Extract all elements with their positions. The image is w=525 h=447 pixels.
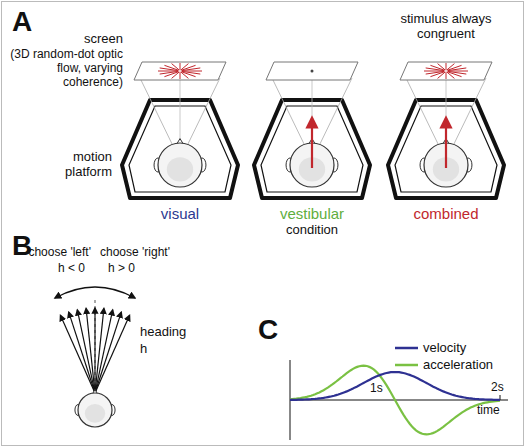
- optic-flow-ray: [160, 71, 178, 74]
- motion-arrow: [311, 118, 313, 168]
- head-icon: [75, 390, 115, 427]
- screen-description: (3D random-dot optic flow, varying coher…: [8, 48, 123, 89]
- optic-flow-ray: [180, 72, 181, 79]
- optic-flow-ray: [438, 64, 446, 70]
- heading-arrow: [60, 315, 95, 393]
- midline: [95, 300, 96, 393]
- choice-arc: [55, 287, 135, 298]
- optic-flow-ray: [182, 68, 200, 71]
- head-shade: [85, 404, 105, 423]
- condition-label: condition: [262, 223, 362, 238]
- motion-arrow: [445, 118, 447, 168]
- choice-label: choose 'right': [100, 246, 200, 260]
- time-tick-label: 2s: [491, 381, 521, 395]
- axis-label: time: [477, 404, 521, 418]
- platform-label: motion platform: [30, 150, 112, 180]
- motion-platform-inner: [395, 106, 497, 192]
- optic-flow-ray: [180, 63, 181, 70]
- optic-flow-ray: [446, 63, 447, 70]
- head-shade: [167, 157, 193, 181]
- legend-text: velocity: [423, 340, 466, 356]
- screen-label: screen: [8, 32, 123, 47]
- sight-line: [180, 71, 181, 140]
- sight-line: [272, 78, 306, 148]
- head-outline: [158, 143, 202, 187]
- panel-letter: C: [258, 314, 278, 346]
- sight-line: [318, 78, 352, 148]
- optic-flow-ray: [448, 68, 466, 71]
- condition-name: vestibular: [262, 205, 362, 222]
- motion-platform-inner: [261, 106, 363, 192]
- optic-flow-ray: [426, 71, 444, 74]
- panel-letter: A: [12, 6, 32, 38]
- optic-flow-ray: [172, 64, 180, 70]
- sight-line: [452, 78, 486, 148]
- time-tick-label: 1s: [370, 382, 400, 396]
- acceleration-curve: [290, 366, 500, 435]
- fixation-dot: [311, 70, 314, 73]
- velocity-curve: [290, 372, 500, 400]
- stimulus-note: stimulus always congruent: [386, 12, 506, 42]
- optic-flow-ray: [446, 72, 447, 79]
- sight-line: [186, 78, 220, 148]
- heading-symbol: h: [140, 342, 180, 357]
- screen: [400, 62, 492, 80]
- choice-label: choose 'left': [3, 246, 91, 260]
- optic-flow-ray: [181, 72, 189, 78]
- legend-text: acceleration: [423, 357, 493, 373]
- head-icon: [154, 139, 206, 187]
- heading-arrow: [94, 308, 95, 393]
- heading-arrow: [95, 310, 113, 393]
- condition-name: visual: [135, 205, 225, 222]
- sight-line: [140, 78, 174, 148]
- heading-arrow: [95, 312, 121, 393]
- heading-arrow: [86, 308, 95, 393]
- optic-flow-ray: [447, 72, 455, 78]
- legend-swatch: [395, 364, 418, 367]
- sight-line: [406, 78, 440, 148]
- head-outline: [78, 393, 112, 427]
- condition-name: combined: [396, 205, 496, 222]
- heading-arrow: [77, 310, 95, 393]
- legend-swatch: [395, 347, 418, 350]
- heading-sign: h > 0: [108, 262, 188, 276]
- heading-label: heading: [140, 325, 220, 340]
- heading-arrow: [95, 315, 130, 393]
- screen: [134, 62, 226, 80]
- heading-sign: h < 0: [3, 262, 85, 276]
- screen: [266, 62, 358, 80]
